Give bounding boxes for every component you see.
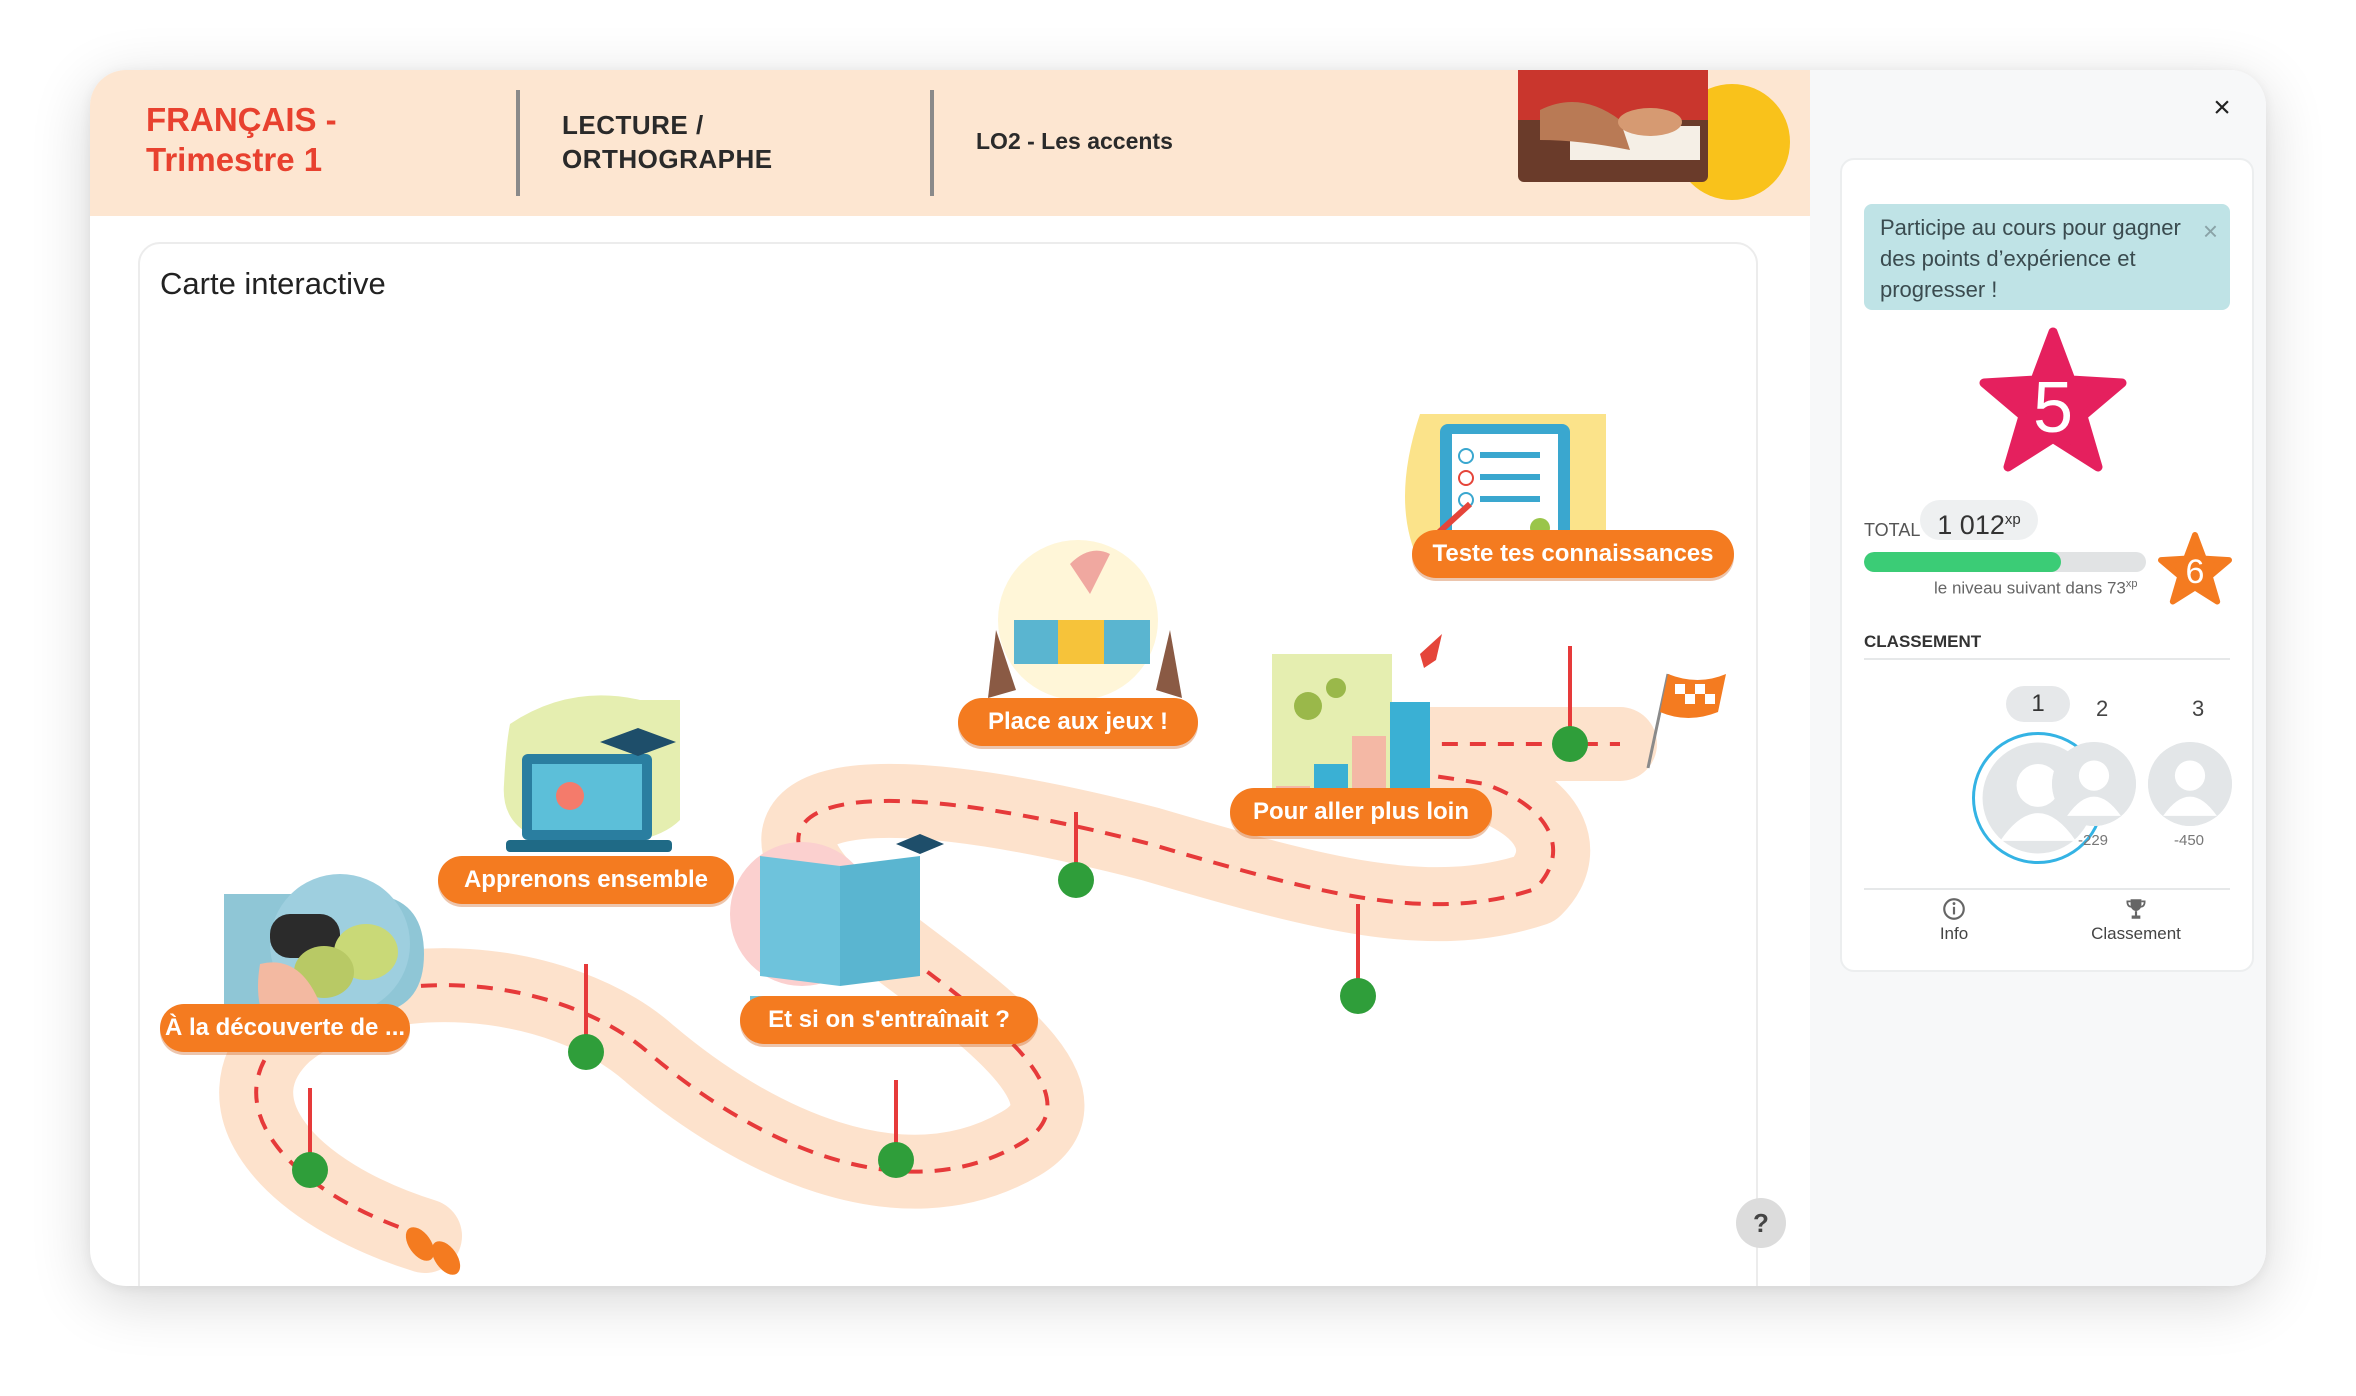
tab-info-label: Info	[1939, 924, 1969, 943]
next-level-label: le niveau suivant dans	[1934, 578, 2103, 598]
close-panel-button[interactable]: ×	[2213, 91, 2231, 124]
tabs-divider	[1864, 888, 2230, 890]
next-level-star-icon	[2158, 532, 2232, 605]
level-progress-fill	[1864, 552, 2062, 572]
stop-node[interactable]	[292, 1152, 328, 1188]
subject-line: FRANÇAIS -	[146, 101, 337, 138]
next-level: 6	[2185, 553, 2205, 591]
journey-map	[219, 414, 1726, 1275]
user-icon	[2052, 742, 2136, 826]
help-button[interactable]: ?	[1736, 1198, 1786, 1248]
puzzle-icon	[988, 540, 1182, 700]
app-window: FRANÇAIS - Trimestre 1 LECTURE / ORTHOGR…	[90, 70, 2266, 1286]
notice-close-icon[interactable]: ×	[2202, 216, 2218, 246]
tab-info[interactable]: Info	[1874, 896, 2034, 944]
info-icon	[1943, 898, 1965, 920]
stop-test-button[interactable]: Teste tes connaissances	[1412, 530, 1734, 578]
tab-classement-label: Classement	[2091, 924, 2181, 943]
online-test-icon	[1405, 414, 1606, 568]
stop-jeux-button[interactable]: Place aux jeux !	[958, 698, 1198, 746]
xp-unit: xp	[2125, 578, 2138, 590]
tab-classement[interactable]: Classement	[2056, 896, 2216, 944]
rank-2-number: 2	[2096, 696, 2109, 721]
xp-notice: Participe au cours pour gagner des point…	[1864, 204, 2230, 310]
rank-3-avatar[interactable]	[2148, 742, 2232, 826]
rank-2-avatar[interactable]	[2052, 742, 2136, 826]
stop-node[interactable]	[878, 1142, 914, 1178]
trophy-icon	[2126, 899, 2146, 919]
level-progress-bar	[1864, 552, 2146, 572]
binoculars-icon	[224, 874, 424, 1044]
rank-3-number: 3	[2192, 696, 2205, 721]
stop-decouverte-button[interactable]: À la découverte de ...	[160, 1004, 410, 1052]
rank-1-chip: 1	[2006, 686, 2070, 722]
section-line: LECTURE /	[562, 110, 704, 140]
header-divider	[516, 90, 520, 196]
course-header: FRANÇAIS - Trimestre 1 LECTURE / ORTHOGR…	[90, 70, 1810, 216]
xp-unit: xp	[2004, 511, 2021, 528]
next-level-xp: 73	[2106, 578, 2126, 598]
header-illustration	[1518, 70, 1790, 200]
section-line: ORTHOGRAPHE	[562, 144, 773, 174]
rank-2-score: -229	[2078, 832, 2109, 849]
stop-plus-loin-button[interactable]: Pour aller plus loin	[1230, 788, 1492, 836]
stop-node[interactable]	[1058, 862, 1094, 898]
next-level-text: le niveau suivant dans 73xp	[1934, 578, 2138, 599]
ranking-header: CLASSEMENT	[1864, 632, 1982, 651]
level-star-icon	[1979, 327, 2127, 472]
interactive-map-card: Carte interactive	[138, 242, 1758, 1286]
current-level: 5	[2032, 368, 2074, 448]
stop-node[interactable]	[1340, 978, 1376, 1014]
laptop-icon	[503, 695, 680, 852]
stop-apprenons-button[interactable]: Apprenons ensemble	[438, 856, 734, 904]
rank-3-score: -450	[2174, 832, 2205, 849]
stop-node[interactable]	[568, 1034, 604, 1070]
total-xp-badge: 1 012xp	[1920, 500, 2038, 540]
stop-node[interactable]	[1552, 726, 1588, 762]
term-line: Trimestre 1	[146, 141, 323, 178]
footprints-icon	[405, 1227, 461, 1275]
header-divider	[930, 90, 934, 196]
lesson-title: LO2 - Les accents	[976, 128, 1173, 154]
notice-text: Participe au cours pour gagner des point…	[1880, 215, 2181, 302]
card-title: Carte interactive	[160, 266, 386, 301]
finish-flag-icon	[1646, 673, 1726, 769]
subject-title: FRANÇAIS - Trimestre 1	[146, 100, 337, 180]
stop-entrainement-button[interactable]: Et si on s'entraînait ?	[740, 996, 1038, 1044]
total-xp-value: 1 012	[1937, 510, 2005, 540]
section-title: LECTURE / ORTHOGRAPHE	[562, 108, 773, 176]
user-icon	[2148, 742, 2232, 826]
ranking-divider	[1864, 658, 2230, 660]
total-label: TOTAL	[1864, 520, 1921, 540]
